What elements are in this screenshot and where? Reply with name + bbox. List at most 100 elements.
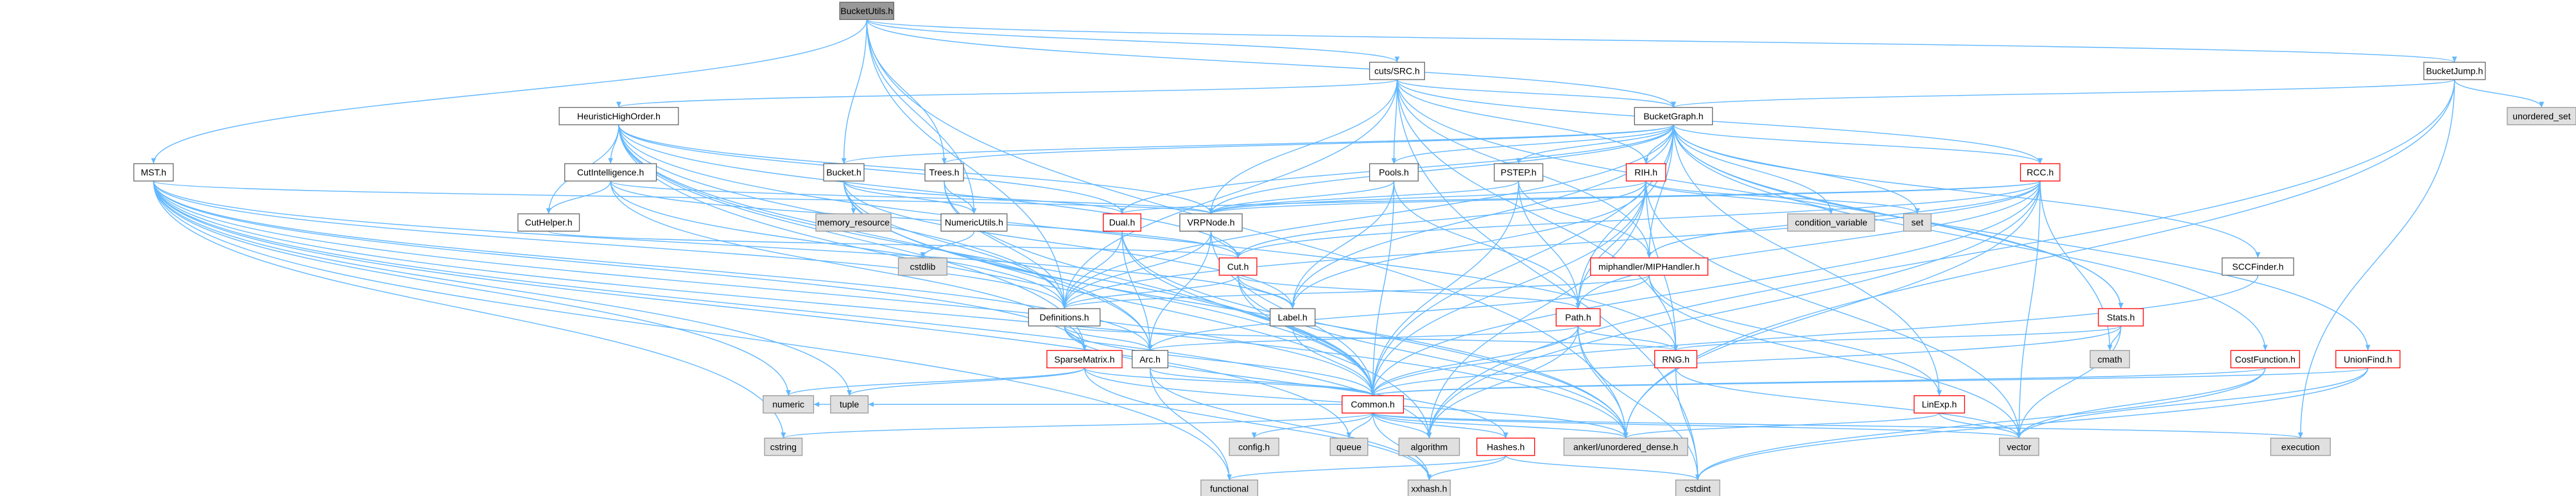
node-unordered-set[interactable]: unordered_set (2507, 107, 2576, 126)
node-pstep-h[interactable]: PSTEP.h (1494, 163, 1544, 182)
node-vrpnode-h[interactable]: VRPNode.h (1179, 213, 1243, 232)
dependency-edge (546, 180, 611, 214)
node-box (1179, 213, 1243, 232)
node-label: CutHelper.h (525, 218, 573, 228)
node-functional[interactable]: functional (1200, 479, 1259, 496)
node-memory-resource[interactable]: memory_resource (815, 213, 892, 232)
node-label: MST.h (141, 167, 166, 178)
node-xxhash-h[interactable]: xxhash.h (1407, 479, 1451, 496)
dependency-edge (1675, 368, 2022, 438)
node-label: HeuristicHighOrder.h (577, 111, 661, 121)
node-label: config.h (1238, 441, 1270, 452)
node-label-h[interactable]: Label.h (1270, 308, 1316, 327)
node-sccfinder-h[interactable]: SCCFinder.h (2222, 257, 2294, 276)
node-queue[interactable]: queue (1329, 438, 1369, 456)
node-bucketutils-h: BucketUtils.h (839, 1, 895, 21)
node-unionfind-h[interactable]: UnionFind.h (2335, 350, 2401, 368)
node-ankerl-unordered-dense-h[interactable]: ankerl/unordered_dense.h (1563, 438, 1688, 456)
node-execution[interactable]: execution (2270, 438, 2331, 456)
node-rng-h[interactable]: RNG.h (1654, 350, 1698, 368)
dependency-edge (1208, 180, 1395, 214)
node-box (924, 163, 964, 182)
dependency-edge (2016, 368, 2369, 438)
node-stats-h[interactable]: Stats.h (2098, 308, 2144, 327)
node-box (1132, 350, 1169, 368)
node-config-h[interactable]: config.h (1229, 438, 1279, 456)
node-linexp-h[interactable]: LinExp.h (1914, 395, 1966, 414)
node-box (1329, 438, 1369, 456)
node-box (1476, 438, 1535, 456)
node-numeric[interactable]: numeric (763, 395, 815, 414)
node-cut-h[interactable]: Cut.h (1218, 257, 1258, 276)
node-arc-h[interactable]: Arc.h (1132, 350, 1169, 368)
dependency-edge (1208, 180, 1647, 214)
node-label: BucketGraph.h (1643, 111, 1703, 121)
dependency-edge (944, 181, 977, 214)
node-box (133, 163, 174, 182)
node-definitions-h[interactable]: Definitions.h (1028, 308, 1101, 327)
node-tuple[interactable]: tuple (830, 395, 869, 414)
node-condition-variable[interactable]: condition_variable (1787, 213, 1876, 232)
dependency-edge (1695, 368, 2369, 481)
node-cuthelper-h[interactable]: CutHelper.h (517, 213, 580, 232)
node-vector[interactable]: vector (1999, 438, 2039, 456)
dependency-edge (1370, 181, 1519, 396)
node-label: algorithm (1411, 441, 1448, 452)
node-heuristichighorder-h[interactable]: HeuristicHighOrder.h (558, 107, 679, 126)
dependency-edge (1121, 231, 1153, 351)
node-set[interactable]: set (1903, 213, 1932, 232)
node-cstdlib[interactable]: cstdlib (897, 257, 947, 276)
dependency-edge (548, 230, 1241, 259)
dependency-edge (1648, 275, 1942, 396)
node-label: unordered_set (2512, 111, 2570, 121)
dependency-edge (153, 181, 1232, 481)
node-bucket-h[interactable]: Bucket.h (823, 163, 865, 182)
dependency-edge (1623, 413, 1940, 439)
dependency-edge (153, 180, 1213, 214)
node-cstdint[interactable]: cstdint (1675, 479, 1720, 496)
node-common-h[interactable]: Common.h (1342, 395, 1405, 414)
node-box (2507, 107, 2576, 126)
dependency-edge (1251, 413, 1374, 439)
node-label: UnionFind.h (2344, 354, 2392, 364)
node-miphandler-miphandler-h[interactable]: miphandler/MIPHandler.h (1590, 257, 1709, 276)
node-rih-h[interactable]: RIH.h (1625, 163, 1666, 182)
node-box (1398, 438, 1460, 456)
node-sparsematrix-h[interactable]: SparseMatrix.h (1046, 350, 1123, 368)
dependency-edge (608, 124, 619, 164)
dependency-edge (1673, 124, 1942, 396)
node-label: execution (2281, 441, 2320, 452)
dependency-edge (1121, 231, 1629, 438)
node-label: RCC.h (2027, 167, 2053, 178)
node-cutintelligence-h[interactable]: CutIntelligence.h (564, 163, 657, 182)
dependency-edge (1208, 180, 1519, 214)
dependency-edge (1210, 231, 1241, 259)
node-cmath[interactable]: cmath (2089, 350, 2131, 368)
node-label: xxhash.h (1411, 484, 1447, 494)
node-label: CutIntelligence.h (577, 167, 644, 178)
node-algorithm[interactable]: algorithm (1398, 438, 1460, 456)
node-mst-h[interactable]: MST.h (133, 163, 174, 182)
node-cuts-src-h[interactable]: cuts/SRC.h (1369, 62, 1425, 80)
node-trees-h[interactable]: Trees.h (924, 163, 964, 182)
dependency-edge (1370, 367, 2369, 397)
node-bucketgraph-h[interactable]: BucketGraph.h (1634, 107, 1713, 126)
node-rcc-h[interactable]: RCC.h (2019, 163, 2061, 182)
dependency-edge (1346, 413, 1374, 438)
node-dual-h[interactable]: Dual.h (1103, 213, 1141, 232)
node-path-h[interactable]: Path.h (1555, 308, 1601, 327)
node-numericutils-h[interactable]: NumericUtils.h (940, 213, 1008, 232)
node-box (940, 213, 1008, 232)
dependency-edge (944, 181, 1067, 309)
node-bucketjump-h[interactable]: BucketJump.h (2423, 62, 2486, 80)
dependency-edge (1647, 124, 1674, 258)
node-label: Hashes.h (1487, 441, 1525, 452)
node-label: BucketUtils.h (840, 6, 893, 16)
node-cstring[interactable]: cstring (764, 438, 803, 456)
node-costfunction-h[interactable]: CostFunction.h (2230, 350, 2301, 368)
node-hashes-h[interactable]: Hashes.h (1476, 438, 1535, 456)
dependency-edge (1370, 181, 1395, 396)
dependency-edge (153, 181, 1432, 438)
dependency-edge (1062, 231, 1123, 309)
node-pools-h[interactable]: Pools.h (1369, 163, 1419, 182)
